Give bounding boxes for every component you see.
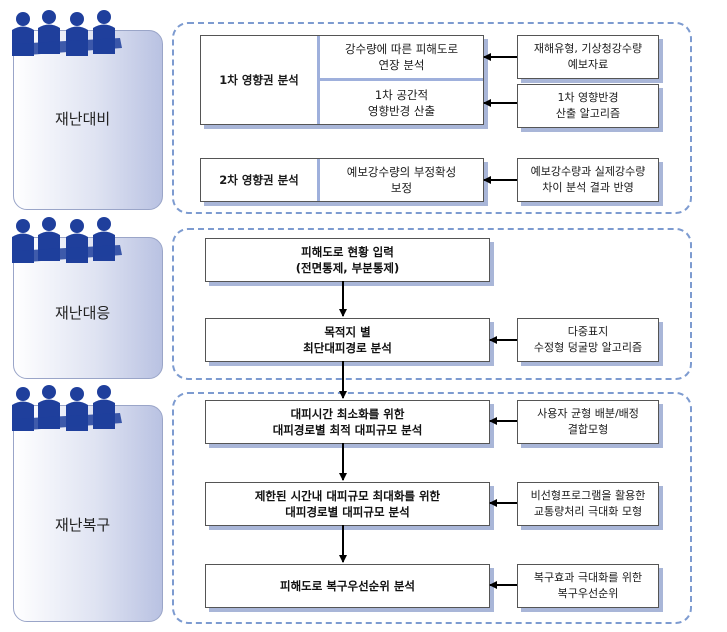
section-recovery xyxy=(172,392,692,624)
people-group-icon xyxy=(12,10,122,56)
recovery-input-2: 비선형프로그램을 활용한 교통량처리 극대화 모형 xyxy=(517,482,659,526)
recovery-input-1: 사용자 균형 배분/배정 결합모형 xyxy=(517,400,659,444)
first-impact-group: 1차 영향권 분석 강수량에 따른 피해도로 연장 분석 1차 공간적 영향반경… xyxy=(200,35,484,125)
phase-recovery xyxy=(13,405,163,622)
divider xyxy=(320,78,483,81)
first-step-a: 강수량에 따른 피해도로 연장 분석 xyxy=(320,36,483,78)
recovery-input-3: 복구효과 극대화를 위한 복구우선순위 xyxy=(517,564,659,608)
recovery-step-2: 제한된 시간내 대피규모 최대화를 위한 대피경로별 대피규모 분석 xyxy=(205,482,490,526)
second-impact-group: 2차 영향권 분석 예보강수량의 부정확성 보정 xyxy=(200,158,484,202)
section-response xyxy=(172,228,692,380)
recovery-step-3: 피해도로 복구우선순위 분석 xyxy=(205,564,490,608)
response-step-1: 피해도로 현황 입력 (전면통제, 부분통제) xyxy=(205,238,490,282)
divider xyxy=(317,159,320,201)
people-group-icon xyxy=(12,385,122,431)
people-group-icon xyxy=(12,217,122,263)
second-impact-label: 2차 영향권 분석 xyxy=(201,159,317,201)
first-impact-label: 1차 영향권 분석 xyxy=(201,36,317,124)
recovery-step-1: 대피시간 최소화를 위한 대피경로별 최적 대피규모 분석 xyxy=(205,400,490,444)
phase-label-preparedness: 재난대비 xyxy=(55,110,111,128)
phase-label-response: 재난대응 xyxy=(55,304,111,322)
section-preparedness xyxy=(172,22,692,214)
first-input-b: 1차 영향반경 산출 알고리즘 xyxy=(517,84,659,128)
response-input-2: 다중표지 수정형 덩굴망 알고리즘 xyxy=(517,318,659,362)
second-step: 예보강수량의 부정확성 보정 xyxy=(320,159,483,201)
phase-label-recovery: 재난복구 xyxy=(55,516,111,534)
divider xyxy=(317,36,320,124)
response-step-2: 목적지 별 최단대피경로 분석 xyxy=(205,318,490,362)
first-input-a: 재해유형, 기상청강수량 예보자료 xyxy=(517,35,659,79)
second-input: 예보강수량과 실제강수량 차이 분석 결과 반영 xyxy=(517,158,659,202)
first-step-b: 1차 공간적 영향반경 산출 xyxy=(320,81,483,124)
phase-preparedness xyxy=(13,30,163,210)
